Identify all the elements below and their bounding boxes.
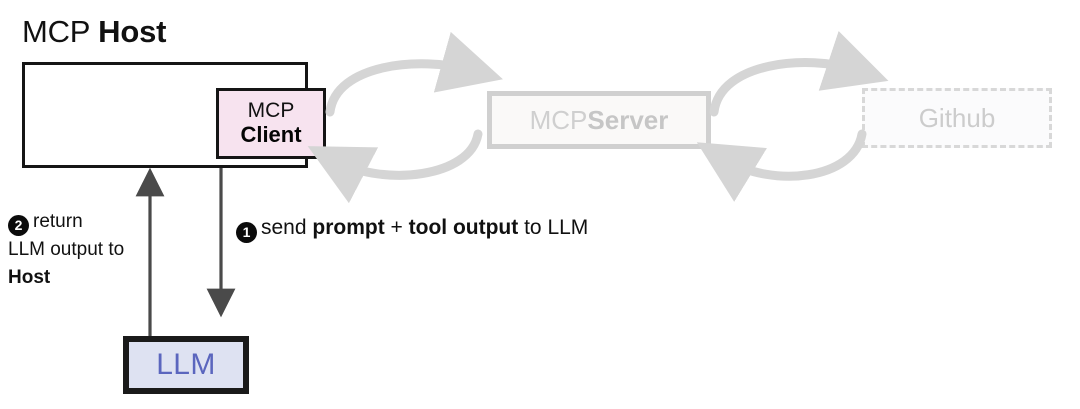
- arc-github-to-server: [696, 129, 867, 202]
- step-1-badge: 1: [236, 222, 257, 243]
- step-2-badge: 2: [8, 215, 29, 236]
- step-1-text-5: to LLM: [518, 216, 589, 239]
- github-label: Github: [918, 102, 996, 133]
- mcp-server-box: MCP Server: [487, 91, 711, 149]
- title-regular-part: MCP: [22, 14, 99, 49]
- llm-box: LLM: [123, 336, 249, 394]
- mcp-client-label-line2: Client: [240, 121, 302, 147]
- page-title: MCP Host: [22, 14, 166, 50]
- step-2-text-1: return: [33, 211, 83, 232]
- mcp-server-label-bold: Server: [587, 104, 669, 135]
- step-2-line-3: Host: [8, 267, 51, 288]
- github-box: Github: [862, 88, 1052, 148]
- step-1-text-4: tool output: [408, 216, 519, 239]
- arc-client-to-server: [325, 31, 503, 117]
- mcp-client-box: MCP Client: [216, 88, 326, 159]
- mcp-client-label-line1: MCP: [247, 99, 295, 123]
- mcp-server-label-regular: MCP: [529, 104, 588, 135]
- arc-server-to-client: [307, 129, 483, 204]
- step-1-text-3: +: [384, 216, 409, 239]
- step-1-text-2: prompt: [312, 216, 385, 239]
- step-2-line-2: LLM output to: [8, 239, 125, 260]
- arc-server-to-github: [709, 31, 889, 117]
- title-bold-part: Host: [98, 14, 167, 49]
- step-1-text-1: send: [261, 216, 313, 239]
- llm-label: LLM: [156, 348, 216, 381]
